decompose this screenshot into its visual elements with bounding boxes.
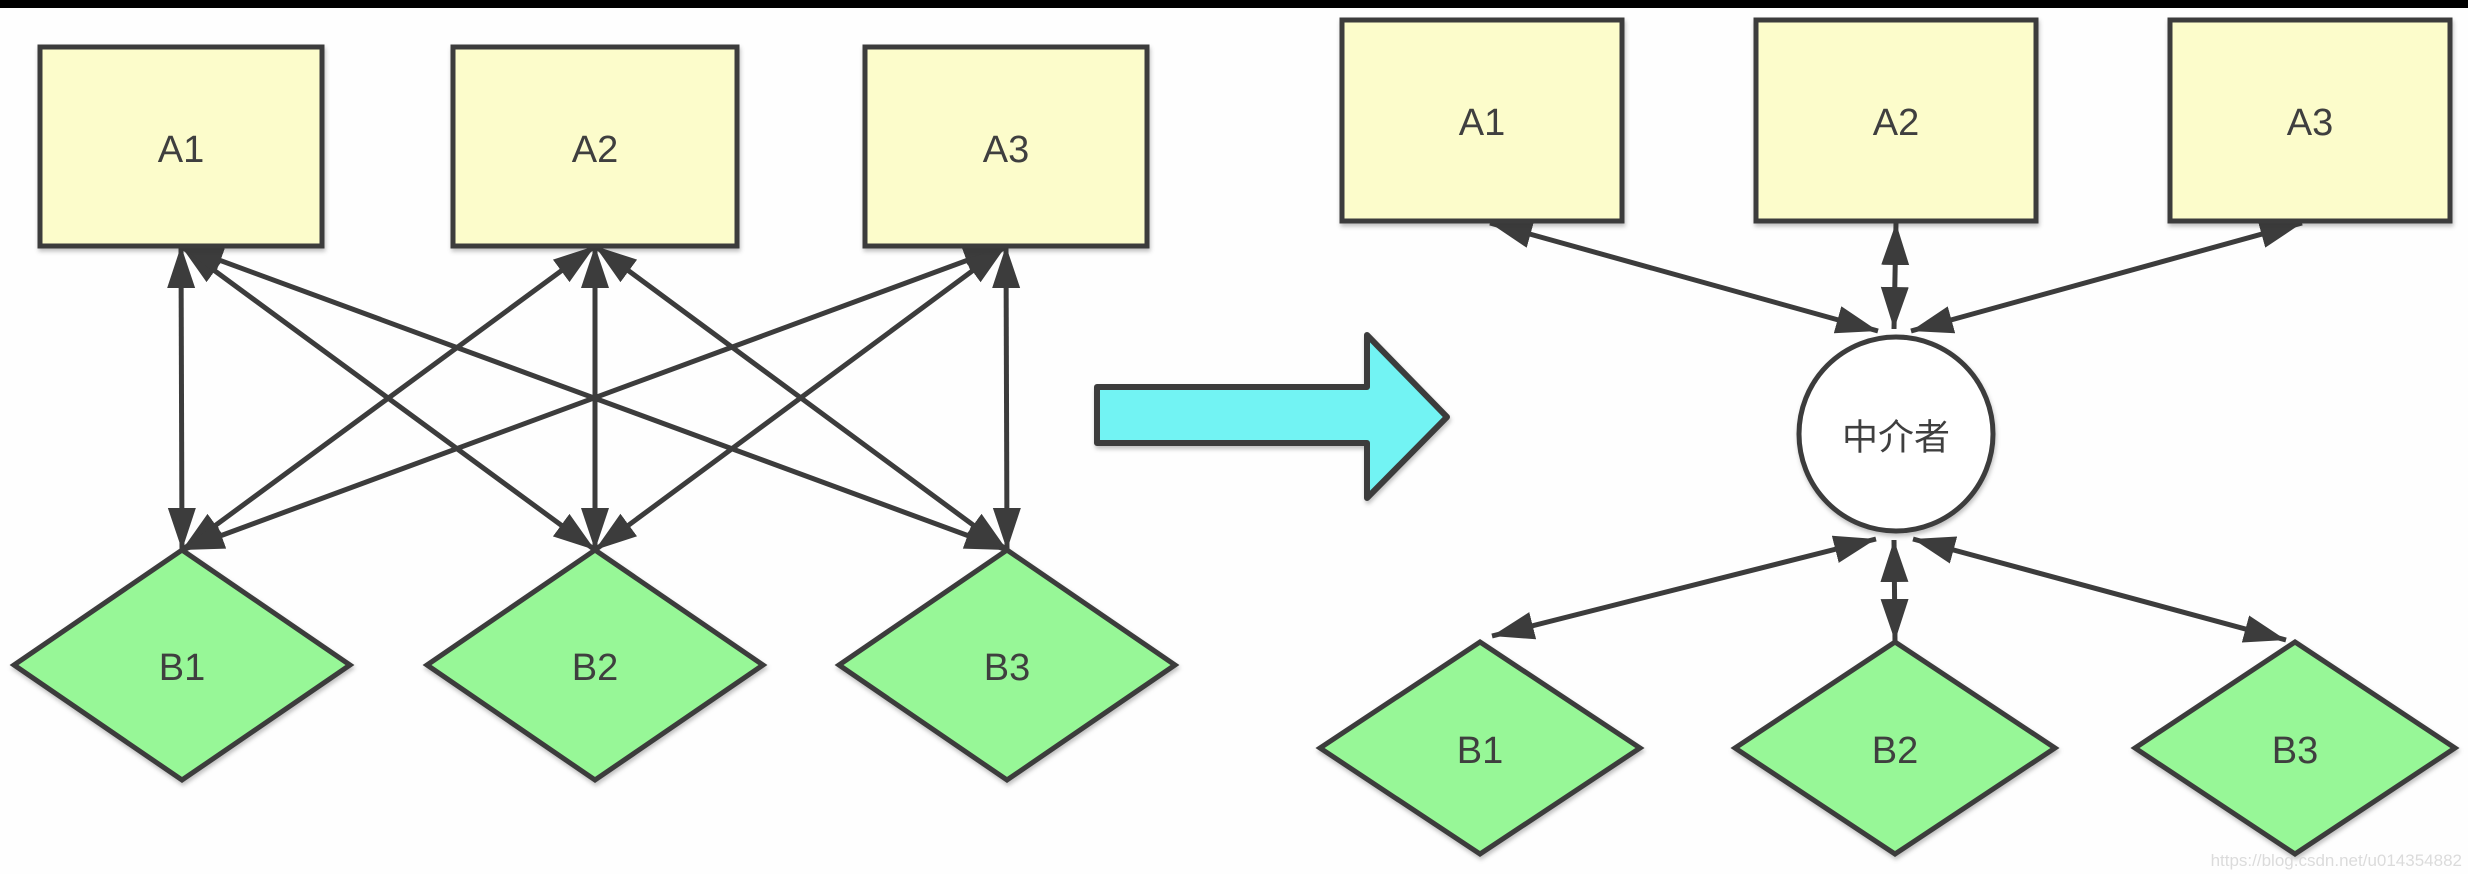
left-mesh-links bbox=[167, 243, 1021, 553]
link-left-a3-b3 bbox=[992, 245, 1021, 551]
left-diamonds bbox=[9, 546, 1180, 784]
left-boxes bbox=[37, 44, 1150, 249]
diamond-b3-right bbox=[2130, 639, 2460, 857]
diamond-b2-left-label: B2 bbox=[572, 647, 618, 689]
diamond-b1-right bbox=[1315, 639, 1645, 857]
link-right-mediator-b1 bbox=[1491, 535, 1877, 640]
top-border-bar bbox=[0, 0, 2468, 8]
diamond-b3-left bbox=[834, 546, 1180, 784]
link-left-a1-b1 bbox=[167, 245, 196, 551]
link-right-a2-mediator bbox=[1880, 222, 1910, 330]
watermark-url: https://blog.csdn.net/u014354882 bbox=[2211, 851, 2462, 870]
link-right-mediator-b3 bbox=[1912, 536, 2287, 643]
box-a2-left bbox=[450, 44, 740, 249]
box-a2-right-label: A2 bbox=[1873, 102, 1919, 144]
box-a3-right-label: A3 bbox=[2287, 102, 2333, 144]
right-boxes bbox=[1339, 17, 2453, 224]
box-a1-left-label: A1 bbox=[158, 129, 204, 171]
link-right-a1-mediator bbox=[1489, 220, 1879, 334]
diamond-b3-left-label: B3 bbox=[984, 647, 1030, 689]
diamond-b1-right-label: B1 bbox=[1457, 730, 1503, 772]
mediator-label: 中介者 bbox=[1842, 417, 1950, 458]
box-a3-right bbox=[2167, 17, 2453, 224]
box-a3-left-label: A3 bbox=[983, 129, 1029, 171]
box-a2-left-label: A2 bbox=[572, 129, 618, 171]
diamond-b2-right-label: B2 bbox=[1872, 730, 1918, 772]
box-a1-left bbox=[37, 44, 325, 249]
diamond-b3-right-label: B3 bbox=[2272, 730, 2318, 772]
link-right-a3-mediator bbox=[1910, 220, 2303, 334]
box-a1-right-label: A1 bbox=[1459, 102, 1505, 144]
box-a1-right bbox=[1339, 17, 1625, 224]
mediator-circle bbox=[1796, 334, 1996, 534]
link-left-a3-b2 bbox=[593, 243, 1008, 553]
right-diamonds bbox=[1315, 639, 2460, 857]
diamond-b1-left-label: B1 bbox=[159, 647, 205, 689]
diamond-b2-left bbox=[422, 546, 768, 784]
right-links bbox=[1489, 220, 2303, 643]
diamond-b1-left bbox=[9, 546, 355, 784]
diamond-b2-right bbox=[1730, 639, 2060, 857]
link-right-mediator-b2 bbox=[1880, 539, 1909, 642]
box-a2-right bbox=[1753, 17, 2039, 224]
transform-right-arrow-icon bbox=[1094, 332, 1450, 501]
box-a3-left bbox=[862, 44, 1150, 249]
